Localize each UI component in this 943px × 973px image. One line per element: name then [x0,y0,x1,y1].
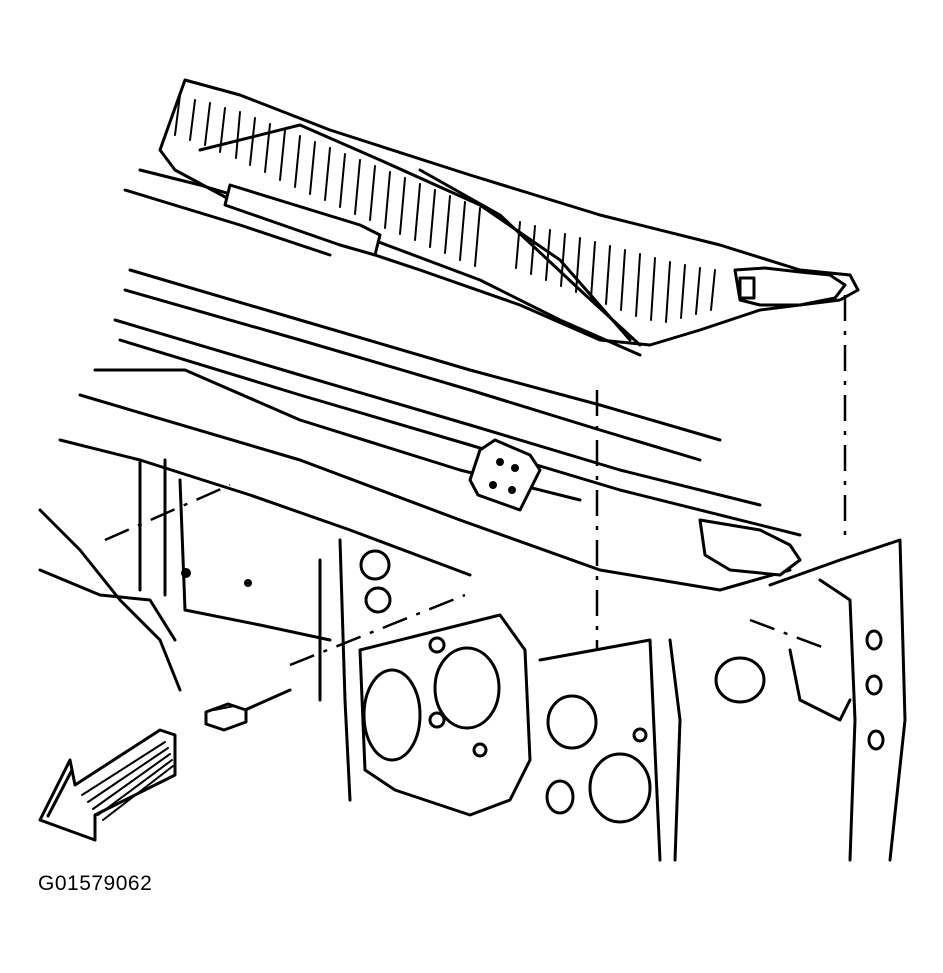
front-of-vehicle-arrow [38,728,177,842]
air-inlet-grille-panel [158,78,860,347]
figure-id-label: G01579062 [38,872,153,895]
wiper-linkage [123,168,642,357]
electrical-connector [204,688,292,732]
alignment-lines [104,295,847,667]
firewall-holes-panel [358,613,766,862]
plenum-panel [58,268,802,592]
right-pillar [768,538,907,862]
firewall-structure [38,458,392,802]
grille-louvers [174,94,716,323]
